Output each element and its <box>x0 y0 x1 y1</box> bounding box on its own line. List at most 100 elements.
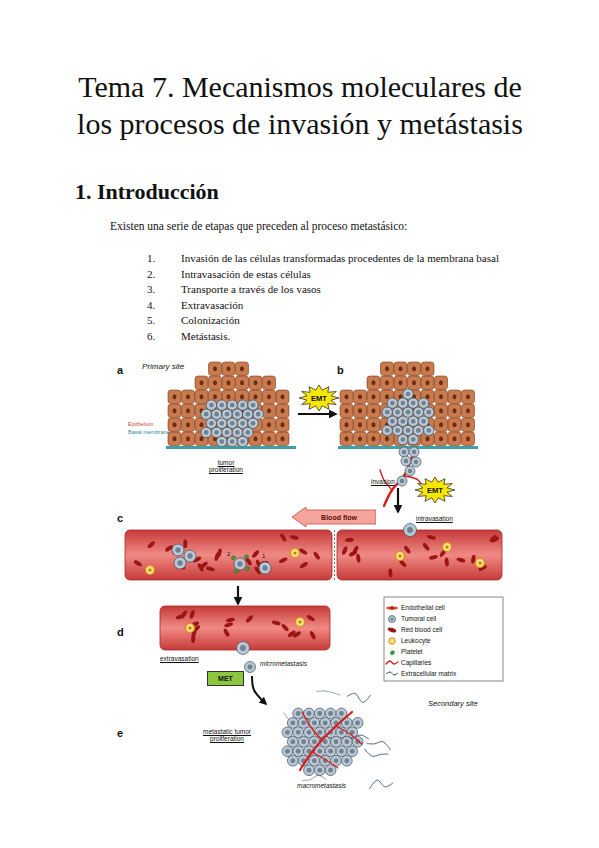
page-title: Tema 7. Mecanismos moleculares de los pr… <box>35 68 565 142</box>
red-blood-cell <box>403 545 411 555</box>
cell-nucleus <box>235 430 240 435</box>
cell-nucleus <box>478 561 481 564</box>
cell-nucleus <box>200 394 204 399</box>
list-number: 6. <box>147 330 155 342</box>
epithelial-cell <box>276 390 289 404</box>
red-blood-cell <box>278 556 288 564</box>
site-label: macrometastasis <box>297 782 346 789</box>
epithelial-cell <box>448 418 461 432</box>
cell-nucleus <box>173 422 177 427</box>
cell-nucleus <box>426 366 430 371</box>
cell-nucleus <box>312 758 317 763</box>
cell-nucleus <box>395 410 400 415</box>
panel-primary-site <box>166 362 296 448</box>
legend-sample <box>386 672 398 675</box>
tumoral-cell <box>325 746 336 757</box>
epithelial-cell <box>408 376 421 390</box>
cell-nucleus <box>230 403 235 408</box>
red-blood-cell <box>299 561 309 569</box>
tumoral-cell <box>201 427 211 437</box>
extracellular-matrix <box>347 693 371 702</box>
cell-nucleus <box>301 720 306 725</box>
node-label: EMT <box>311 394 327 403</box>
epithelial-cell <box>448 404 461 418</box>
epithelial-cell <box>354 404 367 418</box>
arrow-shape <box>292 507 376 527</box>
cell-nucleus <box>225 412 230 417</box>
cell-nucleus <box>317 711 322 716</box>
red-blood-cell <box>456 557 466 563</box>
cell-nucleus <box>402 450 407 455</box>
cell-nucleus <box>240 645 246 651</box>
cell-nucleus <box>400 437 405 442</box>
legend-sample <box>389 638 395 644</box>
cell-nucleus <box>328 768 333 773</box>
legend-entry: Leukocyte <box>401 637 431 644</box>
cell-nucleus <box>200 422 204 427</box>
tumoral-cell <box>184 550 196 562</box>
epithelial-cell <box>367 390 380 404</box>
step-label: tumor proliferation <box>203 459 249 474</box>
cell-nucleus <box>400 479 405 484</box>
cell-nucleus <box>296 749 301 754</box>
emt-starburst: EMT <box>298 384 340 412</box>
list-number: 1. <box>147 252 155 264</box>
cell-nucleus <box>404 459 409 464</box>
tumoral-cell <box>234 558 246 570</box>
cell-nucleus <box>173 408 177 413</box>
epithelial-cell <box>276 418 289 432</box>
tumoral-cell <box>287 718 298 729</box>
cell-nucleus <box>426 436 430 441</box>
extracellular-matrix <box>316 691 340 695</box>
epithelial-cell <box>209 362 222 376</box>
legend-box <box>384 597 503 681</box>
leukocyte <box>396 552 405 561</box>
capillary <box>404 476 424 490</box>
cell-nucleus <box>213 394 217 399</box>
tumoral-cell <box>418 416 428 426</box>
capillary <box>300 712 352 770</box>
red-blood-cell <box>133 559 143 567</box>
cell-nucleus <box>416 410 421 415</box>
red-blood-cell <box>444 557 449 566</box>
tumoral-cell <box>408 434 418 444</box>
legend-sample <box>387 627 397 634</box>
tumoral-cell <box>382 407 392 417</box>
red-blood-cell <box>429 554 439 560</box>
cell-nucleus <box>412 380 416 385</box>
tumoral-cell <box>243 427 253 437</box>
epithelial-cell <box>182 404 195 418</box>
leukocyte <box>476 559 485 568</box>
layer-label: Basal membrane <box>128 429 170 435</box>
cell-nucleus <box>213 366 217 371</box>
epithelial-cell <box>182 390 195 404</box>
capillary <box>302 712 322 740</box>
tumoral-cell <box>227 400 237 410</box>
cell-nucleus <box>466 394 470 399</box>
red-blood-cell <box>206 566 216 572</box>
red-blood-cell <box>223 628 231 638</box>
cell-nucleus <box>256 412 261 417</box>
cell-nucleus <box>267 394 271 399</box>
epithelial-cell <box>168 404 181 418</box>
list-item: Extravasación <box>181 299 243 311</box>
endothelial-sample <box>386 606 398 610</box>
cell-nucleus <box>358 408 362 413</box>
tumoral-cell <box>298 736 309 747</box>
red-blood-cell <box>226 617 236 623</box>
cell-nucleus <box>312 739 317 744</box>
cell-nucleus <box>323 720 328 725</box>
legend-entry: Endothelial cell <box>401 604 445 611</box>
cell-nucleus <box>175 547 180 552</box>
cell-nucleus <box>390 401 395 406</box>
cell-nucleus <box>186 394 190 399</box>
legend-sample <box>390 651 395 656</box>
epithelial-cell <box>354 390 367 404</box>
tumoral-cell <box>409 447 419 457</box>
site-label: micrometastasis <box>260 660 307 667</box>
red-blood-cell <box>488 534 497 543</box>
red-blood-cell <box>224 622 234 629</box>
cell-nucleus <box>301 739 306 744</box>
tumoral-cell <box>217 418 227 428</box>
cell-nucleus <box>307 730 312 735</box>
